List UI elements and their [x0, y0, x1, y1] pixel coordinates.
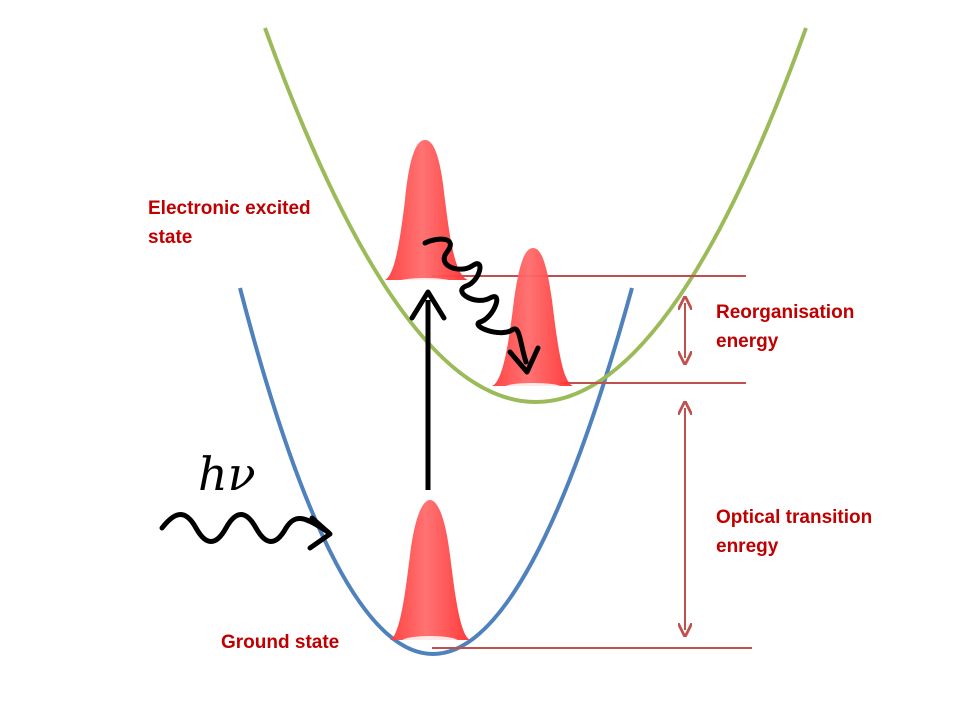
- photon-symbol: hν: [198, 447, 256, 501]
- ground-state-label: Ground state: [221, 632, 339, 653]
- reorganisation-energy-label-line1: Reorganisation: [716, 302, 854, 323]
- optical-transition-label-line2: enregy: [716, 536, 779, 557]
- photon-arrow: [159, 512, 333, 551]
- excited-wavepacket: [385, 140, 468, 288]
- ground-wavepacket: [390, 500, 470, 646]
- excited-state-curve: [263, 27, 808, 404]
- excitation-arrow: [409, 289, 447, 490]
- excited-state-label-line2: state: [148, 227, 192, 248]
- relaxation-arrow: [422, 236, 541, 375]
- optical-transition-label-line1: Optical transition: [716, 507, 872, 528]
- relaxed-wavepacket: [492, 248, 573, 391]
- reorganisation-energy-label-line2: energy: [716, 331, 779, 352]
- excited-state-label-line1: Electronic excited: [148, 198, 311, 219]
- ground-state-curve: [238, 287, 634, 656]
